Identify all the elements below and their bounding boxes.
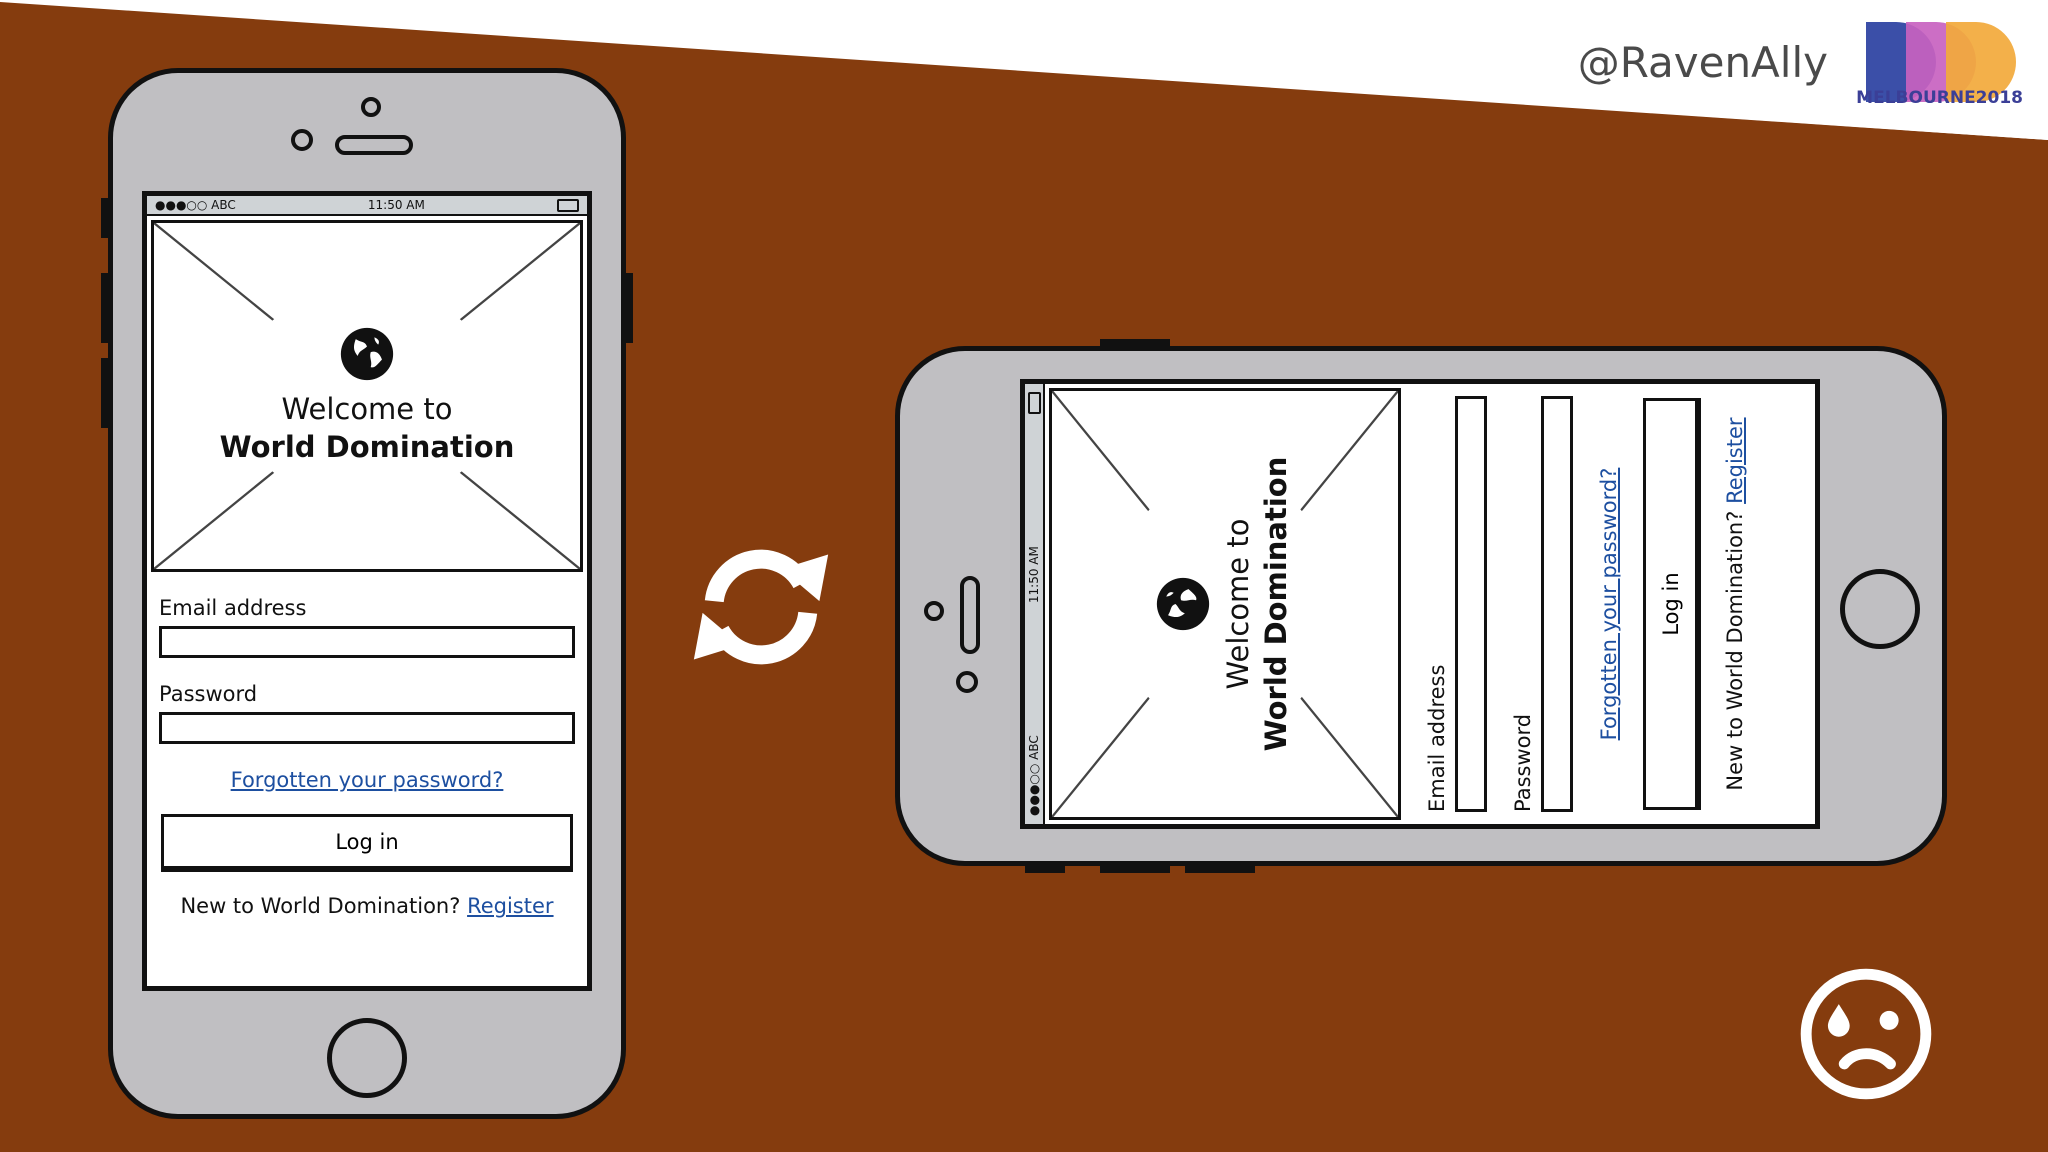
portrait-screen: ●●●○○ ABC 11:50 AM Welcome to World Domi… [142,191,592,991]
hero-line-2: World Domination [1259,456,1293,752]
side-button [1100,339,1170,347]
forgot-password-link[interactable]: Forgotten your password? [230,768,504,792]
hero-line-2: World Domination [219,430,515,464]
register-prompt: New to World Domination? [1723,510,1747,791]
twitter-handle: @RavenAlly [1577,38,1828,87]
side-button [101,198,109,238]
sensor-icon [956,671,978,693]
password-field[interactable] [1541,396,1573,812]
front-camera-icon [361,97,381,117]
password-label: Password [1511,713,1535,812]
register-link[interactable]: Register [467,894,554,918]
status-bar: ●●●○○ ABC 11:50 AM [147,196,587,216]
battery-icon [557,198,579,212]
password-label: Password [159,682,258,706]
globe-icon [1156,577,1210,631]
side-button [1100,865,1170,873]
speaker-icon [335,135,413,155]
side-button [1185,865,1255,873]
email-field[interactable] [1455,396,1487,812]
email-label: Email address [1425,664,1449,812]
placeholder-cross [154,223,580,569]
login-button[interactable]: Log in [1643,398,1701,810]
top-white-banner [0,0,2048,140]
email-label: Email address [159,596,307,620]
register-link[interactable]: Register [1723,417,1747,504]
hero-line-1: Welcome to [1221,518,1255,690]
battery-icon [1027,392,1041,414]
hero-line-1: Welcome to [281,392,453,426]
landscape-screen: ●●●○○ ABC 11:50 AM [1020,379,1820,829]
portrait-phone: ●●●○○ ABC 11:50 AM Welcome to World Domi… [101,68,633,1119]
side-button [101,358,109,428]
carrier-text: ●●●○○ ABC [1027,735,1041,816]
placeholder-cross [1052,391,1398,817]
sad-face-icon [1800,968,1932,1100]
register-prompt: New to World Domination? [180,894,461,918]
rotated-app: ●●●○○ ABC 11:50 AM [1025,384,1815,824]
side-button [1025,865,1065,873]
landscape-phone: ●●●○○ ABC 11:50 AM [895,339,1947,873]
time-text: 11:50 AM [1027,546,1041,604]
side-button [101,273,109,343]
hero-image-placeholder: Welcome to World Domination [1049,388,1401,820]
register-row: New to World Domination? Register [1723,384,1747,824]
hero-text: Welcome to World Domination [207,326,527,466]
sensor-icon [291,129,313,151]
status-bar: ●●●○○ ABC 11:50 AM [1025,384,1045,824]
front-camera-icon [924,601,944,621]
time-text: 11:50 AM [367,198,425,212]
register-row: New to World Domination? Register [147,894,587,918]
home-button[interactable] [327,1018,407,1098]
ddd-logo-icon [1866,22,2016,102]
email-field[interactable] [159,626,575,658]
speaker-icon [960,576,980,654]
password-field[interactable] [159,712,575,744]
hero-text: Welcome to World Domination [1155,444,1295,764]
side-button [625,273,633,343]
login-button[interactable]: Log in [161,814,573,872]
home-button[interactable] [1840,569,1920,649]
forgot-password-link[interactable]: Forgotten your password? [1597,467,1621,741]
logo-text: MELBOURNE2018 [1856,88,2023,108]
carrier-text: ●●●○○ ABC [155,198,236,212]
hero-image-placeholder: Welcome to World Domination [151,220,583,572]
rotate-arrows-icon [693,549,829,665]
globe-icon [340,327,394,381]
